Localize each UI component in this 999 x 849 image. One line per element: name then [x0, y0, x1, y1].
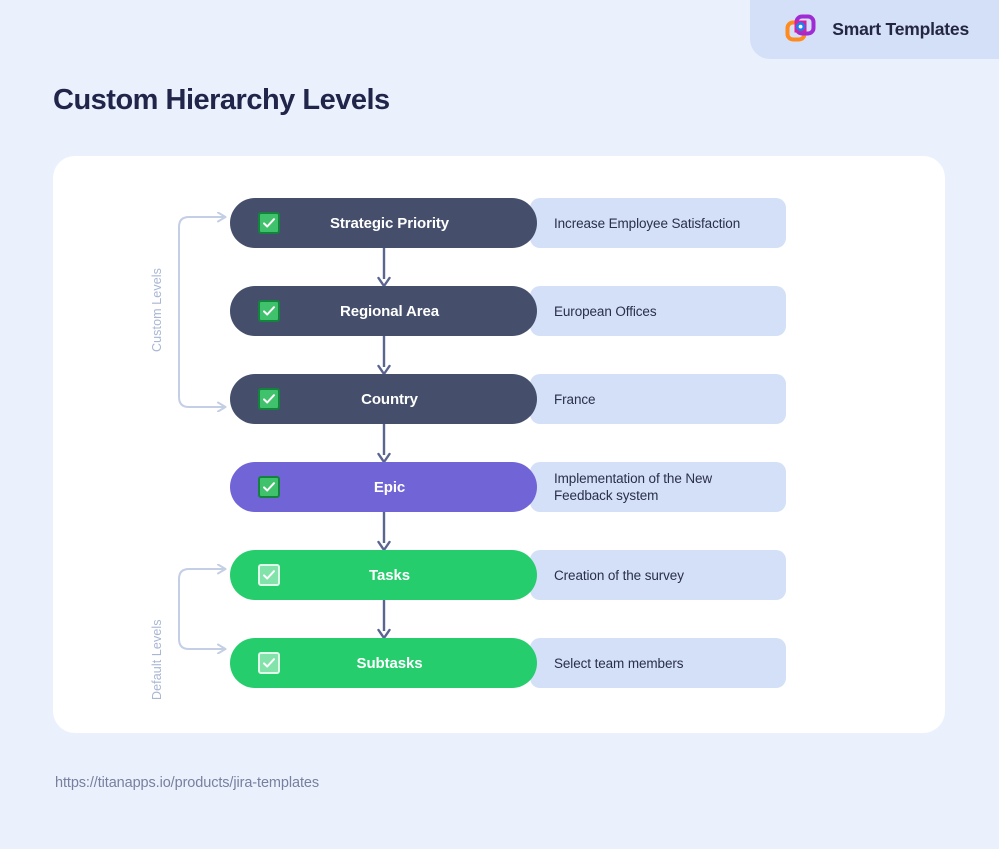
level-pill-regional-area[interactable]: Regional Area	[230, 286, 537, 336]
bracket-label-custom-levels: Custom Levels	[150, 268, 164, 352]
level-example-panel: European Offices	[530, 286, 786, 336]
level-pill-subtasks[interactable]: Subtasks	[230, 638, 537, 688]
page-title: Custom Hierarchy Levels	[53, 84, 390, 116]
level-pill-country[interactable]: Country	[230, 374, 537, 424]
brand-name: Smart Templates	[832, 19, 969, 39]
level-example-text: Increase Employee Satisfaction	[554, 215, 741, 231]
hierarchy-row[interactable]: Increase Employee Satisfaction Strategic…	[230, 198, 786, 248]
checkbox-checked-icon[interactable]	[258, 564, 280, 586]
connector-arrow-3	[376, 424, 392, 464]
hierarchy-row[interactable]: Select team members Subtasks	[230, 638, 786, 688]
level-example-panel: Implementation of the New Feedback syste…	[530, 462, 786, 512]
hierarchy-row[interactable]: France Country	[230, 374, 786, 424]
level-example-panel: Creation of the survey	[530, 550, 786, 600]
connector-arrow-1	[376, 248, 392, 288]
brand-badge: Smart Templates	[750, 0, 999, 59]
level-name: Country	[361, 390, 418, 408]
bracket-custom-levels	[173, 211, 231, 413]
level-name: Tasks	[369, 566, 410, 584]
smart-templates-logo-icon	[784, 13, 818, 47]
level-example-text: Select team members	[554, 655, 684, 671]
level-example-text: Creation of the survey	[554, 567, 684, 583]
level-pill-tasks[interactable]: Tasks	[230, 550, 537, 600]
connector-arrow-2	[376, 336, 392, 376]
footer-url[interactable]: https://titanapps.io/products/jira-templ…	[55, 775, 319, 791]
connector-arrow-4	[376, 512, 392, 552]
connector-arrow-5	[376, 600, 392, 640]
level-name: Regional Area	[339, 302, 439, 320]
checkbox-checked-icon[interactable]	[258, 652, 280, 674]
level-pill-strategic-priority[interactable]: Strategic Priority	[230, 198, 537, 248]
checkbox-checked-icon[interactable]	[258, 476, 280, 498]
level-example-text: France	[554, 391, 596, 407]
bracket-default-levels	[173, 563, 231, 655]
checkbox-checked-icon[interactable]	[258, 212, 280, 234]
level-example-panel: Increase Employee Satisfaction	[530, 198, 786, 248]
level-example-panel: France	[530, 374, 786, 424]
hierarchy-row[interactable]: Creation of the survey Tasks	[230, 550, 786, 600]
level-name: Epic	[373, 478, 406, 496]
checkbox-checked-icon[interactable]	[258, 300, 280, 322]
level-name: Subtasks	[356, 654, 423, 672]
hierarchy-card	[53, 156, 945, 733]
level-example-text: European Offices	[554, 303, 657, 319]
level-pill-epic[interactable]: Epic	[230, 462, 537, 512]
hierarchy-row[interactable]: Implementation of the New Feedback syste…	[230, 462, 786, 512]
checkbox-checked-icon[interactable]	[258, 388, 280, 410]
level-example-panel: Select team members	[530, 638, 786, 688]
level-example-text: Implementation of the New Feedback syste…	[554, 471, 713, 503]
hierarchy-row[interactable]: European Offices Regional Area	[230, 286, 786, 336]
level-name: Strategic Priority	[329, 214, 450, 232]
bracket-label-default-levels: Default Levels	[150, 619, 164, 700]
